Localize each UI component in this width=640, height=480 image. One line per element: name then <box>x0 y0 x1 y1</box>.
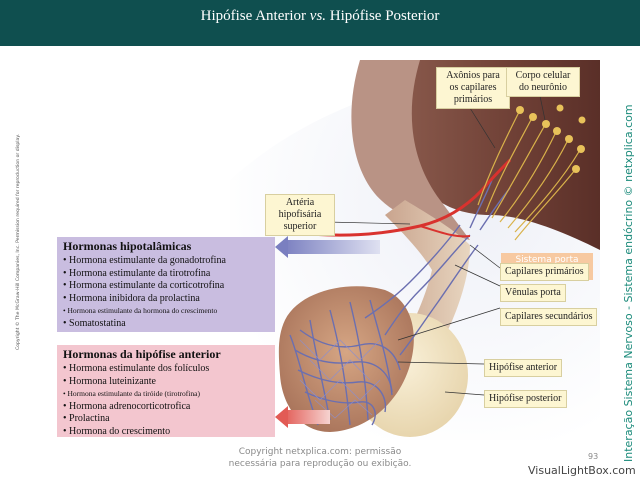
list-item: • Hormona estimulante da tirotrofina <box>63 267 211 279</box>
neuron-cell-bodies <box>516 104 586 173</box>
label-posterior-pituitary: Hipófise posterior <box>484 390 567 408</box>
mcgraw-copyright-text: Copyright © The McGraw-Hill Companies, I… <box>14 134 21 350</box>
watermark: VisualLightBox.com <box>528 464 636 477</box>
list-item: • Hormona do crescimento <box>63 425 171 437</box>
anterior-arrow-shaft <box>283 410 330 424</box>
anterior-arrow-head <box>275 406 288 428</box>
list-item: • Hormona estimulante da hormona do cres… <box>63 306 218 316</box>
hypothalamic-arrow-head <box>275 236 288 258</box>
capillary-mesh <box>299 339 381 419</box>
title-bar: Hipófise Anterior vs. Hipófise Posterior <box>0 0 640 46</box>
slide-title: Hipófise Anterior vs. Hipófise Posterior <box>200 8 440 24</box>
hypothalamic-arrow-shaft <box>283 240 380 254</box>
leader-lines <box>326 95 546 396</box>
superior-hypophyseal-artery <box>289 158 512 237</box>
list-item: • Prolactina <box>63 413 110 425</box>
list-item: • Hormona estimulante dos folículos <box>63 363 210 374</box>
anterior-hormones-list: • Hormona estimulante dos folículos • Ho… <box>57 363 275 439</box>
mcgraw-copyright-vertical: Copyright © The McGraw-Hill Companies, I… <box>14 134 21 350</box>
list-item: • Hormona estimulante da gonadotrofina <box>63 255 226 266</box>
label-cell-body: Corpo celular do neurônio <box>506 67 580 97</box>
hypothalamic-hormones-title: Hormonas hipotalâmicas <box>63 239 192 253</box>
footer-copyright-line1: Copyright netxplica.com: permissão <box>238 447 402 457</box>
label-anterior-pituitary: Hipófise anterior <box>484 359 563 377</box>
hypothalamic-hormones-list: • Hormona estimulante da gonadotrofina •… <box>57 255 275 331</box>
list-item: • Hormona estimulante da tiróide (tirotr… <box>63 389 200 399</box>
anterior-hormones-title: Hormonas da hipófise anterior <box>63 347 221 361</box>
netxplica-vertical: Interação Sistema Nervoso - Sistema endó… <box>622 104 635 462</box>
label-primary-capillaries: Capilares primários <box>500 263 589 281</box>
label-superior-artery: Artéria hipofisária superior <box>265 194 335 236</box>
third-ventricle-wall <box>351 60 470 240</box>
list-item: • Somatostatina <box>63 317 126 329</box>
footer-copyright-line2: necessária para reprodução ou exibição. <box>228 459 412 469</box>
netxplica-vertical-text: Interação Sistema Nervoso - Sistema endó… <box>622 104 635 462</box>
footer-copyright: Copyright netxplica.com: permissão neces… <box>200 446 440 470</box>
label-axons: Axônios para os capilares primários <box>436 67 510 109</box>
portal-vessels <box>289 179 511 426</box>
artery-branch <box>419 225 471 238</box>
label-secondary-capillaries: Capilares secundários <box>500 308 598 326</box>
list-item: • Hormona estimulante da corticotrofina <box>63 280 225 292</box>
neuron-axons <box>477 109 581 241</box>
pituitary-stalk <box>385 200 470 375</box>
label-portal-venules: Vênulas porta <box>500 284 566 302</box>
page-number: 93 <box>588 452 599 461</box>
hypothalamic-hormones-box: Hormonas hipotalâmicas • Hormona estimul… <box>57 237 275 332</box>
list-item: • Hormona luteinizante <box>63 375 156 387</box>
list-item: • Hormona inibidora da prolactina <box>63 292 200 304</box>
list-item: • Hormona adrenocorticotrofica <box>63 400 191 412</box>
anterior-hormones-box: Hormonas da hipófise anterior • Hormona … <box>57 345 275 437</box>
